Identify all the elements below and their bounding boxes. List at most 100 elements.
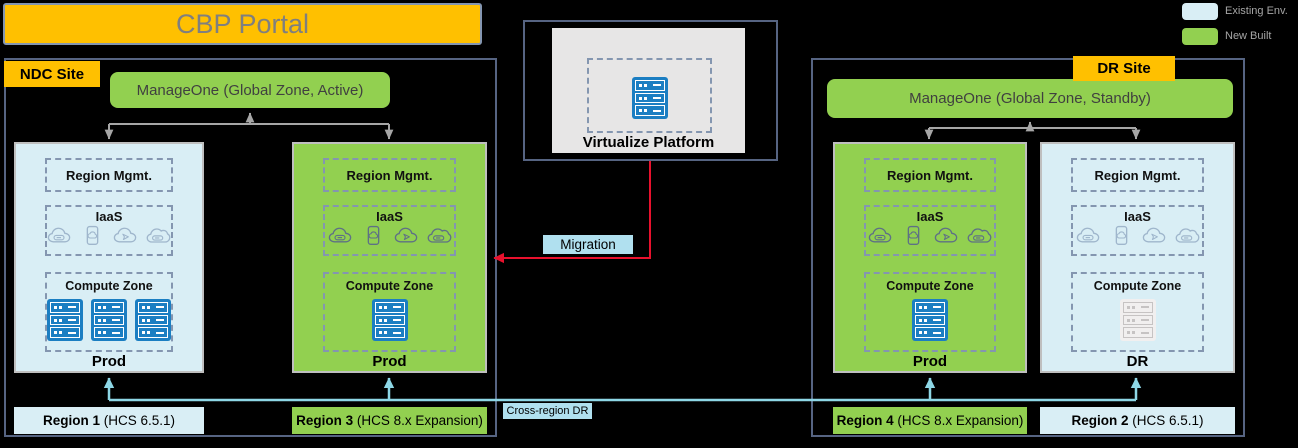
compute-zone-label: Compute Zone: [886, 279, 974, 293]
legend-swatch-existing: [1182, 3, 1218, 20]
cloud-send-icon: [113, 225, 138, 246]
region-4-card: Region Mgmt. IaaS Compute Zone Prod: [833, 142, 1027, 373]
virtualize-platform-dashed-box: [587, 58, 712, 133]
cloud-storage-icon: [967, 225, 992, 246]
manageone-active-label: ManageOne (Global Zone, Active): [136, 81, 364, 99]
cloud-vm-icon: [1076, 225, 1101, 246]
region-1-footer: Region 1 (HCS 6.5.1): [14, 407, 204, 434]
manageone-active-bar: ManageOne (Global Zone, Active): [110, 72, 390, 108]
region-2-card: Region Mgmt. IaaS Compute Zone DR: [1040, 142, 1235, 373]
region-1-footer-version: (HCS 6.5.1): [99, 413, 176, 428]
server-icon: [371, 299, 408, 341]
cloud-doc-icon: [1109, 225, 1134, 246]
region-3-card: Region Mgmt. IaaS Compute Zone Prod: [292, 142, 487, 373]
virtualize-platform-frame: [523, 20, 778, 161]
server-icon: [135, 299, 171, 341]
region-4-footer: Region 4 (HCS 8.x Expansion): [833, 407, 1027, 434]
server-icon: [1119, 299, 1156, 341]
virtualize-platform-title: Virtualize Platform: [582, 134, 715, 151]
region-2-footer-version: (HCS 6.5.1): [1128, 413, 1204, 428]
region-3-compute-box: Compute Zone: [323, 272, 456, 352]
region-3-footer-name: Region 3: [296, 413, 354, 428]
cloud-send-icon: [1142, 225, 1167, 246]
cloud-send-icon: [394, 225, 419, 246]
cloud-storage-icon: [1175, 225, 1200, 246]
server-group: [1119, 299, 1156, 341]
cloud-storage-icon: [146, 225, 171, 246]
virtualize-platform-box: Virtualize Platform: [552, 28, 745, 153]
cloud-doc-icon: [901, 225, 926, 246]
iaas-icon-row: [1076, 225, 1200, 246]
region-2-iaas-box: IaaS: [1071, 205, 1204, 256]
workload-label: Prod: [91, 353, 127, 370]
migration-label: Migration: [543, 235, 633, 254]
region-mgmt-label: Region Mgmt.: [346, 167, 433, 183]
region-1-card: Region Mgmt. IaaS Compute Zone Prod: [14, 142, 204, 373]
region-mgmt-label: Region Mgmt.: [66, 167, 152, 183]
server-group: [371, 299, 408, 341]
iaas-icon-row: [47, 225, 171, 246]
region-4-mgmt-box: Region Mgmt.: [864, 158, 996, 192]
legend-row-new-built: New Built: [1182, 28, 1271, 45]
dr-site-label: DR Site: [1097, 60, 1151, 77]
server-icon: [91, 299, 127, 341]
workload-label: DR: [1126, 353, 1149, 370]
workload-label: Prod: [372, 353, 407, 370]
region-2-footer: Region 2 (HCS 6.5.1): [1040, 407, 1235, 434]
region-3-footer: Region 3 (HCS 8.x Expansion): [292, 407, 487, 434]
region-mgmt-label: Region Mgmt.: [887, 167, 973, 183]
compute-zone-label: Compute Zone: [1093, 279, 1182, 293]
cbp-portal-banner: CBP Portal: [3, 3, 482, 45]
region-1-footer-name: Region 1: [42, 413, 100, 428]
region-mgmt-label: Region Mgmt.: [1094, 167, 1181, 183]
region-4-compute-box: Compute Zone: [864, 272, 996, 352]
server-icon: [912, 299, 948, 341]
server-icon: [631, 77, 668, 119]
dr-site-tag: DR Site: [1073, 56, 1175, 81]
cloud-vm-icon: [328, 225, 353, 246]
region-2-footer-name: Region 2: [1071, 413, 1129, 428]
cloud-vm-icon: [868, 225, 893, 246]
region-3-footer-version: (HCS 8.x Expansion): [353, 413, 483, 428]
cloud-doc-icon: [80, 225, 105, 246]
region-4-iaas-box: IaaS: [864, 205, 996, 256]
ndc-site-tag: NDC Site: [4, 61, 100, 87]
region-2-compute-box: Compute Zone: [1071, 272, 1204, 352]
ndc-site-label: NDC Site: [19, 65, 85, 83]
migration-label-text: Migration: [560, 237, 616, 252]
cloud-send-icon: [934, 225, 959, 246]
cloud-vm-icon: [47, 225, 72, 246]
cross-region-dr-label: Cross-region DR: [503, 403, 592, 419]
iaas-label: IaaS: [916, 209, 944, 224]
server-group: [912, 299, 948, 341]
cloud-doc-icon: [361, 225, 386, 246]
region-3-iaas-box: IaaS: [323, 205, 456, 256]
compute-zone-label: Compute Zone: [65, 279, 153, 293]
server-icon: [47, 299, 83, 341]
server-group: [47, 299, 171, 341]
region-4-footer-version: (HCS 8.x Expansion): [893, 413, 1024, 428]
iaas-label: IaaS: [1124, 209, 1151, 224]
manageone-standby-label: ManageOne (Global Zone, Standby): [909, 90, 1151, 107]
legend-label-existing: Existing Env.: [1225, 5, 1288, 17]
legend-row-existing: Existing Env.: [1182, 3, 1288, 20]
compute-zone-label: Compute Zone: [345, 279, 434, 293]
cloud-storage-icon: [427, 225, 452, 246]
manageone-standby-bar: ManageOne (Global Zone, Standby): [827, 79, 1233, 118]
iaas-label: IaaS: [95, 209, 123, 224]
platform-server-group: [631, 77, 668, 119]
legend-label-new-built: New Built: [1225, 30, 1272, 42]
iaas-icon-row: [328, 225, 452, 246]
region-1-iaas-box: IaaS: [45, 205, 173, 256]
cbp-portal-title: CBP Portal: [175, 8, 310, 39]
iaas-icon-row: [868, 225, 992, 246]
dr-site-frame: [811, 58, 1245, 437]
region-2-mgmt-box: Region Mgmt.: [1071, 158, 1204, 192]
legend-swatch-new-built: [1182, 28, 1218, 45]
workload-label: Prod: [912, 353, 948, 370]
region-4-footer-name: Region 4: [836, 413, 894, 428]
region-3-mgmt-box: Region Mgmt.: [323, 158, 456, 192]
cross-region-dr-label-text: Cross-region DR: [506, 405, 589, 417]
region-1-compute-box: Compute Zone: [45, 272, 173, 352]
iaas-label: IaaS: [376, 209, 403, 224]
